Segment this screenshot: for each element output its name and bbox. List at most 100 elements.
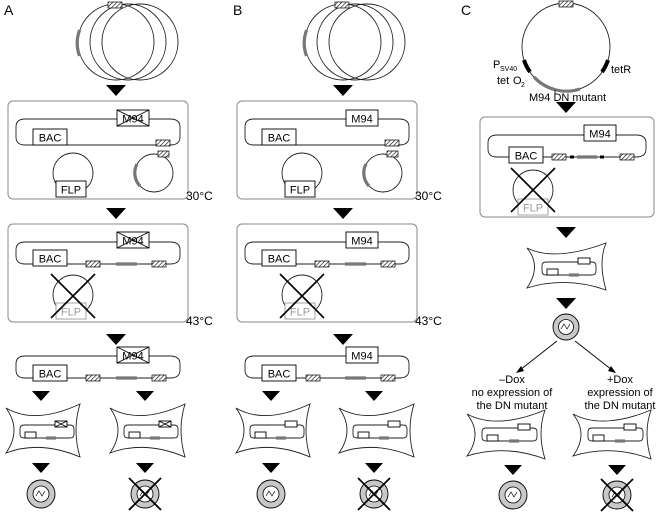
mini-bac-backbone [481,427,538,442]
tetr-gene [600,59,610,74]
bac-box [32,364,68,382]
psv40-promoter [522,59,532,74]
bac-label: BAC [39,133,62,145]
m94-dn-mutant-label: M94 DN mutant [529,92,606,104]
bac-backbone [244,355,410,379]
virion-genome-icon [507,491,518,498]
plus-dox-desc-line1: expression of [587,387,653,399]
bac-box [261,128,297,146]
arrow-down [262,463,280,473]
bac-box [508,146,544,164]
virion-genome-icon [560,323,571,330]
mini-bac-backbone [352,424,408,439]
temp-30-label: 30°C [415,189,442,203]
stage-box-43c [7,223,189,323]
bac-label: BAC [268,369,291,381]
hatched-frt-site [551,153,567,161]
host-cell [571,409,652,460]
bac-label: BAC [39,254,62,266]
host-cell [525,242,607,291]
virion-genome-icon [265,490,276,497]
bac-backbone [487,134,647,158]
host-cell [234,403,311,458]
mini-bac-box [546,268,559,276]
mini-bac-box [24,431,37,439]
stage-box-bac-flp [7,100,189,200]
mini-m94-box [623,423,637,431]
plasmid-front-circle [77,3,155,81]
m94-label: M94 [351,236,372,248]
bac-label: BAC [515,151,538,163]
stage-box-tet-bac [479,116,655,218]
stage-box-bac-flp [236,100,418,200]
minus-dox-desc-line2: the DN mutant [477,400,548,412]
hatched-frt-site [558,0,574,8]
plasmid-back-circle [328,3,406,81]
m94-box [345,346,379,364]
branch-arrowhead-right [608,366,616,373]
gray-insert-segment [133,163,142,188]
bac-box [32,249,68,267]
mini-m94-box [577,257,591,265]
mini-bac-box [486,434,499,442]
flp-box [284,180,316,198]
column-c: P SV40 tet O 2 tetR M94 DN mutant BAC M9… [465,0,656,512]
cross-out-line [128,477,162,511]
m94-cross-2 [116,231,150,249]
gray-insert-segment [302,29,309,57]
plasmid-mid-circle [316,3,394,81]
panel-label-a: A [4,2,14,18]
plus-dox-desc-line2: the DN mutant [585,400,656,412]
mini-m94-box [387,420,401,428]
mini-bac-backbone [587,427,644,442]
hatched-frt-site [151,260,167,268]
bac-backbone [15,355,181,379]
arrow-down [365,391,383,401]
arrow-down [136,463,154,473]
arrow-down [556,298,576,309]
cross-out-line [279,273,325,319]
panel-label-c: C [461,2,471,18]
bac-label: BAC [39,369,62,381]
m94-dn-segment [532,75,581,93]
minus-dox-desc-line1: no expression of [472,387,554,399]
mini-bac-box [357,431,370,439]
arrow-down [556,102,576,113]
hatched-frt-site [155,139,171,147]
hatched-frt-site [107,1,123,9]
mini-cross [158,420,172,428]
psv40-p-label: P [493,59,500,71]
mini-bac-backbone [19,424,75,439]
hatched-frt-site [380,374,396,382]
temp-43-label: 43°C [186,314,213,328]
psv40-sub-label: SV40 [500,66,517,73]
mini-bac-box [254,431,267,439]
bac-box [261,364,297,382]
teto2-o-label: O [513,75,522,87]
host-cell [4,403,81,458]
tetr-label: tetR [611,64,631,76]
bac-backbone [15,241,181,265]
m94-label: M94 [122,236,143,248]
m94-box [345,231,379,249]
flp-label-faded: FLP [61,307,81,319]
plus-dox-label: +Dox [607,374,633,386]
minus-dox-label: –Dox [499,374,525,386]
bac-label: BAC [268,254,291,266]
flp-box-faded [517,198,549,216]
m94-label: M94 [122,351,143,363]
plasmid-mid-circle [89,3,167,81]
temp-43-label: 43°C [415,314,442,328]
flp-label: FLP [290,185,310,197]
cross-out-line [50,273,96,319]
bac-label: BAC [268,133,291,145]
column-b: BAC M94 FLP 30°C BAC M94 FLP 43°C BAC M9… [234,1,442,511]
arrow-down [365,463,383,473]
arrow-down [106,85,126,96]
m94-cross-2 [116,109,150,127]
cross-out-line [510,167,556,213]
bac-backbone [244,241,410,265]
hatched-frt-site [384,139,400,147]
